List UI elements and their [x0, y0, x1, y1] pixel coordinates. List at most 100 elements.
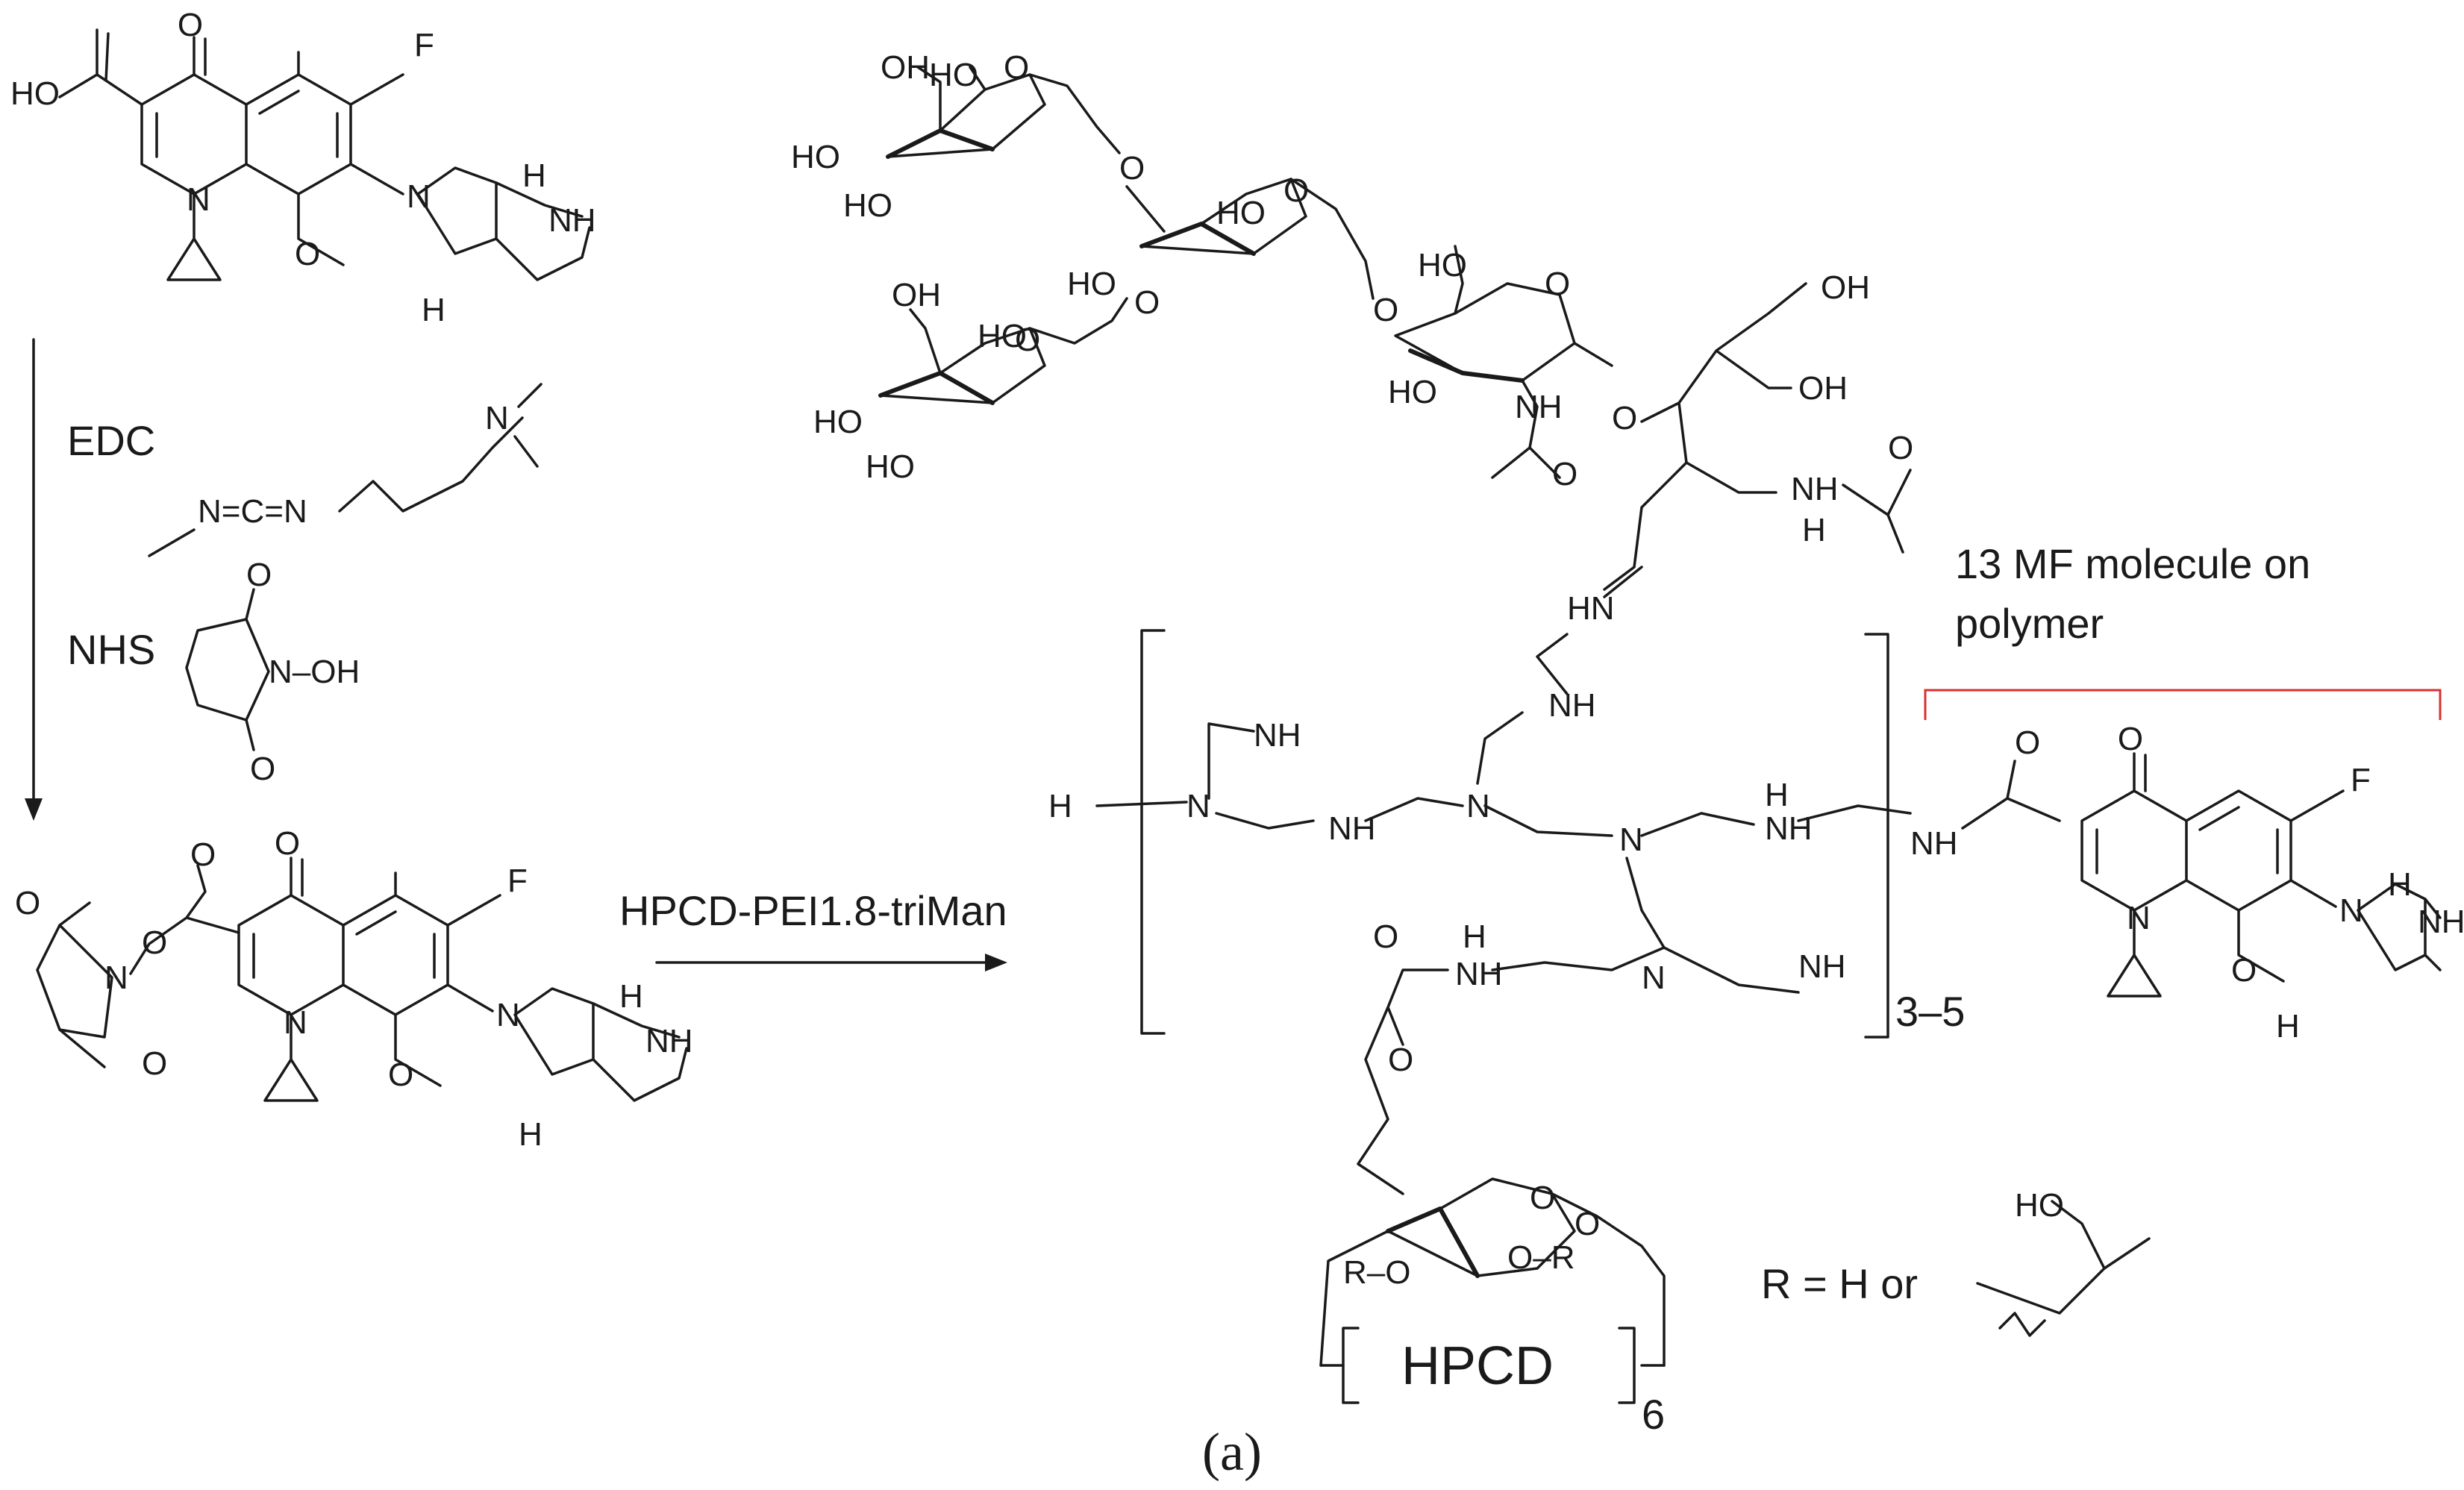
atom-label: O — [178, 7, 203, 43]
atom-label: N — [104, 960, 128, 996]
edc-reagent: EDC N=C=N N — [67, 383, 542, 557]
red-bracket — [1924, 689, 2442, 720]
atom-label: O — [1119, 150, 1145, 187]
atom-label: NH — [1455, 956, 1503, 992]
atom-label: H — [422, 292, 445, 328]
atom-label: H — [519, 1116, 542, 1153]
atom-label: R–O — [1343, 1254, 1410, 1291]
atom-label: HO — [1418, 247, 1467, 284]
atom-label: O — [2231, 952, 2257, 989]
atom-label: OH — [881, 49, 930, 86]
atom-label: NH — [645, 1023, 693, 1059]
nhs-label: NHS — [67, 626, 155, 673]
atom-label: NH — [1328, 810, 1376, 847]
atom-label: HO — [866, 448, 915, 485]
atom-label: F — [414, 27, 434, 63]
atom-label: N — [284, 1004, 307, 1041]
atom-label: HO — [1067, 266, 1116, 302]
atom-label: NH — [1910, 825, 1958, 862]
atom-label: O — [1575, 1206, 1600, 1242]
repeat-count-label: 3–5 — [1895, 988, 1965, 1035]
mf-nhs-ester-structure: O O N O O O F N N O NH H H — [15, 825, 693, 1153]
atom-label: OH — [1798, 370, 1848, 407]
atom-label: F — [2351, 762, 2371, 798]
atom-label: HO — [929, 57, 978, 93]
hpcd-structure: O O O O R–O O–R HPCD 6 R = H or HO — [1319, 918, 2151, 1438]
atom-label: OH — [1821, 269, 1870, 306]
atom-label: O — [1373, 918, 1398, 955]
atom-label: NH — [1515, 389, 1563, 425]
atom-label: H — [522, 157, 546, 194]
atom-label: H — [1802, 512, 1826, 548]
atom-label: O — [1004, 49, 1029, 86]
atom-label: H — [1048, 788, 1072, 824]
cd-repeat-label: 6 — [1642, 1391, 1665, 1438]
atom-label: NH — [1791, 471, 1839, 507]
hpcd-label: HPCD — [1401, 1336, 1554, 1396]
atom-label: O — [142, 924, 167, 961]
atom-label: N — [1642, 960, 1666, 996]
conjugated-mf-structure: 13 MF molecule on polymer NH O O F N O N… — [1910, 540, 2464, 1045]
atom-label: H — [2276, 1008, 2300, 1045]
atom-label: H — [1463, 918, 1486, 955]
atom-label: N — [2127, 900, 2151, 936]
carbodiimide-label: N=C=N — [198, 493, 307, 530]
atom-label: HO — [978, 318, 1027, 354]
atom-label: O — [1612, 400, 1637, 436]
atom-label: O — [275, 825, 300, 862]
atom-label: OH — [892, 277, 941, 313]
atom-label: N — [1186, 788, 1210, 824]
atom-label: O — [142, 1045, 167, 1082]
atom-label: N — [187, 181, 210, 218]
atom-label: NH — [1254, 717, 1301, 754]
nhs-reagent: NHS O O N–OH — [67, 557, 360, 787]
reaction-arrow-down — [25, 338, 43, 821]
atom-label: O–R — [1507, 1239, 1575, 1276]
atom-label: O — [1530, 1180, 1555, 1216]
atom-label: O — [388, 1057, 413, 1093]
moxifloxacin-structure: O HO F N N O NH H H — [10, 7, 596, 328]
atom-label: O — [250, 751, 275, 787]
atom-label: N — [1619, 821, 1643, 858]
atom-label: NH — [1798, 948, 1846, 985]
atom-label: O — [1134, 284, 1160, 321]
atom-label: HO — [1216, 195, 1266, 231]
atom-label: N — [407, 178, 431, 215]
atom-label: O — [1015, 322, 1040, 358]
edc-label: EDC — [67, 417, 155, 464]
pei-polymer-structure: HN NH NH H N NH N N H NH N NH NH H 3–5 — [1048, 566, 1965, 1039]
atom-label: O — [2015, 724, 2040, 761]
mf-count-label: 13 MF molecule on — [1955, 540, 2310, 587]
atom-label: NH — [1548, 687, 1596, 724]
atom-label: O — [2118, 721, 2143, 757]
atom-label: HO — [813, 404, 863, 440]
atom-label: HO — [791, 139, 840, 175]
reaction-reagent-label: HPCD-PEI1.8-triMan — [619, 887, 1007, 934]
atom-label: O — [295, 236, 320, 272]
atom-label: O — [190, 836, 216, 873]
atom-label: HO — [1388, 374, 1437, 410]
r-definition-label: R = H or — [1761, 1260, 1918, 1307]
atom-label: NH — [1765, 810, 1813, 847]
atom-label: O — [1373, 292, 1398, 328]
figure-caption: (a) — [1202, 1422, 1262, 1482]
atom-label: O — [1283, 172, 1309, 209]
atom-label: H — [619, 978, 643, 1015]
atom-label: HO — [843, 187, 892, 224]
atom-label: HO — [2015, 1187, 2064, 1224]
atom-label: O — [246, 557, 272, 593]
atom-label: F — [507, 863, 528, 899]
atom-label: NH — [548, 202, 596, 239]
atom-label: O — [1545, 266, 1570, 302]
atom-label: H — [2388, 866, 2412, 903]
atom-label: O — [1888, 430, 1913, 466]
atom-label: NH — [2418, 904, 2464, 940]
atom-label: O — [1552, 456, 1577, 492]
atom-label: H — [1765, 777, 1789, 813]
atom-label: O — [1388, 1042, 1413, 1078]
mf-count-label-2: polymer — [1955, 600, 2104, 647]
atom-label: O — [15, 885, 40, 921]
nhs-hydroxyl-label: N–OH — [269, 654, 360, 690]
reaction-arrow-right: HPCD-PEI1.8-triMan — [619, 887, 1007, 971]
